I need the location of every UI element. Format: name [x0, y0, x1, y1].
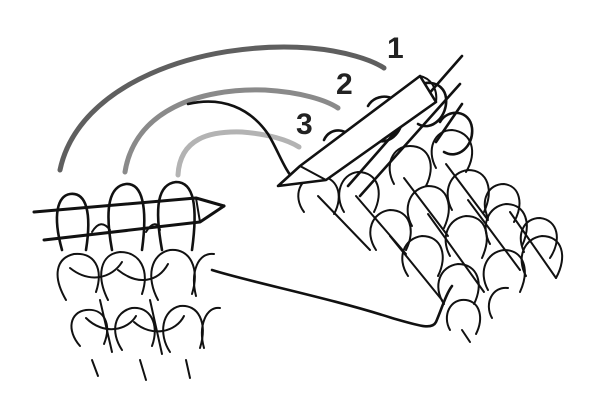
transfer-arrow-3 — [175, 129, 302, 178]
working-yarn — [210, 268, 454, 328]
right-fabric — [276, 54, 564, 343]
step-label-3: 3 — [296, 108, 313, 141]
step-label-2: 2 — [336, 68, 353, 101]
left-needle — [32, 196, 226, 242]
left-fabric — [32, 180, 226, 381]
transfer-arrow-1 — [57, 44, 387, 173]
left-needle-stitches — [55, 180, 196, 252]
right-needle — [276, 74, 438, 188]
step-label-1: 1 — [387, 32, 404, 65]
left-fabric-rows — [56, 248, 221, 381]
yarn-loop-top — [186, 100, 298, 184]
transfer-arrow-2 — [122, 87, 341, 175]
